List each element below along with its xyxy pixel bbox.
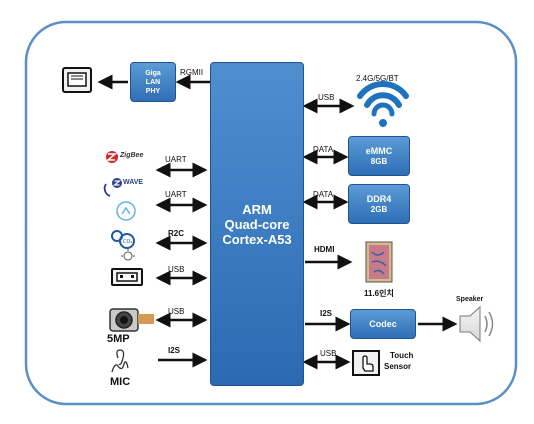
camera-module-icon [109, 308, 154, 332]
co2-sensor-icon: CO₂ [111, 230, 135, 249]
cpu-line1: ARM [242, 201, 272, 217]
ddr4-block: DDR4 2GB [348, 184, 410, 224]
gige-line1: Giga [145, 69, 161, 77]
gige-phy-block: Giga LAN PHY [130, 62, 176, 102]
ddr-line2: 2GB [370, 204, 388, 214]
codec-block: Codec [350, 309, 416, 339]
usb-port-icon [111, 268, 143, 286]
gige-line2: LAN [145, 78, 161, 86]
touch-sensor-small-icon [116, 201, 136, 221]
display-icon [365, 241, 393, 283]
touch-sensor-icon [352, 350, 380, 376]
microphone-icon [111, 349, 129, 373]
emmc-block: eMMC 8GB [348, 136, 410, 176]
zwave-logo-text: WAVE [123, 179, 144, 186]
hdmi-label: HDMI [314, 245, 335, 254]
sensor-r2c-label: R2C [168, 229, 185, 238]
rgmii-label: RGMII [180, 68, 204, 77]
zigbee-uart-label: UART [165, 155, 187, 164]
touch-usb-label: USB [320, 349, 337, 358]
svg-text:CO₂: CO₂ [123, 239, 132, 245]
touch-sensor-label-2: Sensor [384, 362, 412, 371]
display-size-label: 11.6인치 [364, 289, 394, 298]
cpu-block: ARM Quad-core Cortex-A53 [210, 62, 304, 386]
wifi-icon [357, 81, 409, 127]
ethernet-port-icon [62, 67, 92, 93]
emmc-line1: eMMC [365, 145, 393, 156]
usb-port-label: USB [168, 265, 185, 274]
codec-i2s-label: I2S [320, 309, 333, 318]
zigbee-logo-icon [105, 151, 118, 163]
touch-sensor-label-1: Touch [390, 351, 414, 360]
mic-i2s-label: I2S [168, 346, 181, 355]
light-sensor-icon [121, 249, 135, 261]
zwave-uart-label: UART [165, 190, 187, 199]
emmc-line2: 8GB [370, 156, 388, 166]
gige-line3: PHY [145, 87, 161, 95]
ddr-line1: DDR4 [366, 193, 392, 204]
camera-label: 5MP [107, 333, 130, 345]
camera-usb-label: USB [168, 307, 185, 316]
speaker-label: Speaker [456, 296, 484, 303]
ddr-data-label: DATA [313, 190, 334, 199]
mic-label: MIC [110, 376, 131, 388]
zwave-logo-icon [103, 178, 122, 197]
wifi-label: 2.4G/5G/BT [356, 74, 399, 83]
emmc-data-label: DATA [313, 145, 334, 154]
wifi-usb-label: USB [318, 93, 335, 102]
codec-label: Codec [369, 319, 397, 329]
cpu-line3: Cortex-A53 [222, 231, 292, 247]
cpu-line2: Quad-core [224, 216, 290, 232]
zigbee-logo-text: ZigBee [120, 152, 144, 159]
speaker-icon [459, 305, 494, 343]
